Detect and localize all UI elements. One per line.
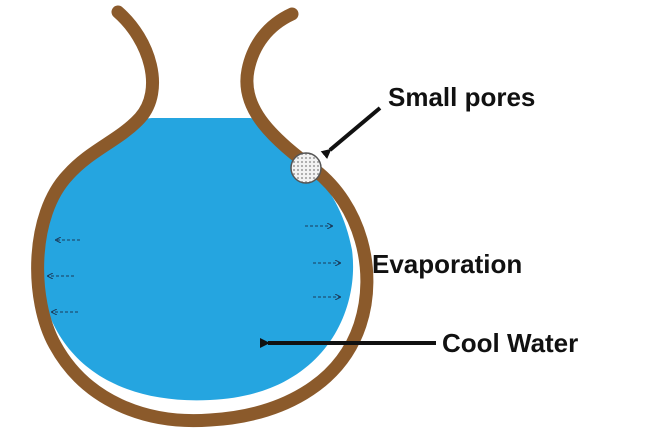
evaporation-label: Evaporation xyxy=(372,249,522,279)
pore-detail xyxy=(291,153,321,183)
cool-water-label: Cool Water xyxy=(442,328,578,358)
small-pores-label: Small pores xyxy=(388,82,535,112)
small-pores-pointer-arrow xyxy=(330,108,380,150)
